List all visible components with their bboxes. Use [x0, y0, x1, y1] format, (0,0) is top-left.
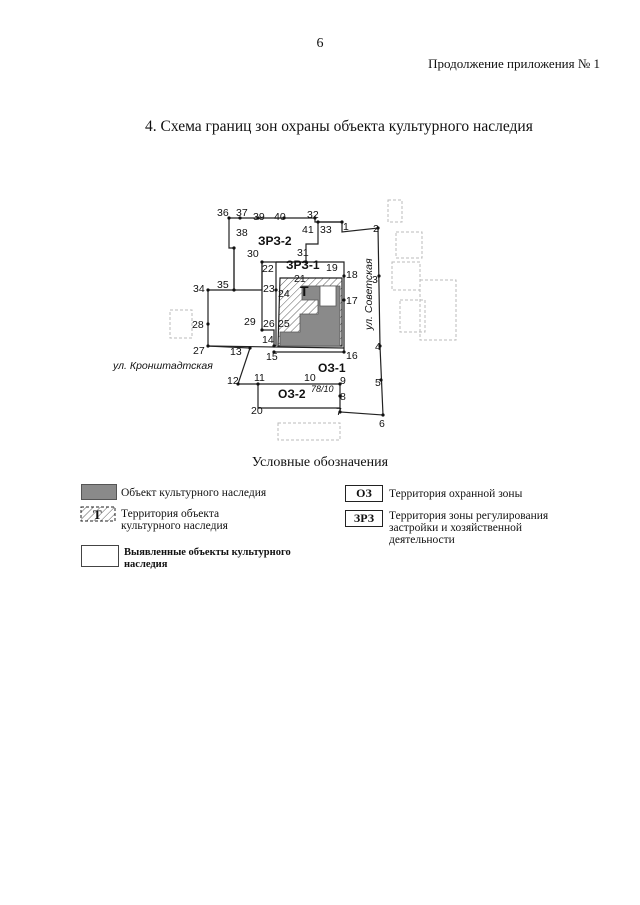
- legend-title: Условные обозначения: [251, 455, 389, 470]
- point-17: 17: [346, 295, 358, 307]
- point-14: 14: [262, 334, 274, 346]
- legend-territory-line1: Территория объекта: [121, 508, 220, 520]
- point-3: 3: [372, 274, 378, 286]
- point-13: 13: [230, 346, 242, 358]
- heritage-object-wing: [319, 285, 337, 307]
- point-37: 37: [236, 207, 248, 219]
- point-8: 8: [340, 391, 346, 403]
- point-34: 34: [193, 283, 205, 295]
- point-40: 40: [274, 211, 286, 223]
- legend-heritage-swatch: [81, 484, 117, 500]
- house-number: 78/10: [311, 384, 334, 394]
- point-33: 33: [320, 224, 332, 236]
- point-18: 18: [346, 269, 358, 281]
- point-12: 12: [227, 375, 239, 387]
- point-20: 20: [251, 405, 263, 417]
- point-24: 24: [278, 288, 290, 300]
- point-38: 38: [236, 227, 248, 239]
- street-kronshtadtskaya: ул. Кронштадтская: [112, 360, 213, 372]
- zone-zrz2-label: ЗРЗ-2: [258, 234, 292, 248]
- point-5: 5: [375, 377, 381, 389]
- legend-territory-swatch: Т: [80, 506, 116, 522]
- point-1: 1: [343, 221, 349, 233]
- legend-oz-swatch: ОЗ: [345, 485, 383, 502]
- scheme-title: 4. Схема границ зон охраны объекта культ…: [145, 118, 533, 135]
- point-11: 11: [254, 372, 265, 384]
- point-labels: 36 37 39 40 32 38 41 33 1 2 30 31 22 19 …: [192, 207, 385, 430]
- boundary-vertices: [206, 216, 385, 417]
- point-23: 23: [263, 283, 275, 295]
- point-39: 39: [253, 211, 265, 223]
- legend-oz-text: Территория охранной зоны: [389, 488, 523, 500]
- zone-territory-label: Т: [300, 283, 309, 299]
- point-31: 31: [297, 247, 309, 259]
- point-29: 29: [244, 316, 256, 328]
- zone-boundaries: [207, 217, 384, 416]
- legend-zrz-text: Территория зоны регулирования застройки …: [389, 510, 548, 546]
- point-30: 30: [247, 248, 259, 260]
- point-25: 25: [278, 318, 290, 330]
- point-32: 32: [307, 209, 319, 221]
- point-15: 15: [266, 351, 278, 363]
- point-35: 35: [217, 279, 229, 291]
- legend-identified-swatch: [81, 545, 119, 567]
- point-2: 2: [373, 223, 379, 235]
- point-4: 4: [375, 341, 381, 353]
- legend-identified-text: Выявленные объекты культурного наследия: [124, 547, 291, 571]
- surrounding-buildings: [169, 199, 457, 441]
- legend-territory-text: Территория объекта культурного наследия: [121, 508, 228, 532]
- legend-territory-line2: культурного наследия: [121, 520, 228, 532]
- legend-identified-line1: Выявленные объекты культурного: [124, 547, 291, 558]
- legend-heritage-text: Объект культурного наследия: [121, 487, 267, 499]
- street-sovetskaya: ул. Советская: [363, 258, 375, 331]
- point-36: 36: [217, 207, 229, 219]
- page-number: 6: [316, 36, 324, 51]
- zone-oz1-label: ОЗ-1: [318, 361, 346, 375]
- point-19: 19: [326, 262, 338, 274]
- legend-territory-symbol: Т: [93, 507, 102, 522]
- legend-zrz-line3: деятельности: [389, 534, 455, 546]
- point-28: 28: [192, 319, 204, 331]
- legend-zrz-line2: застройки и хозяйственной: [389, 522, 523, 534]
- point-7: 7: [336, 406, 342, 418]
- point-16: 16: [346, 350, 358, 362]
- point-27: 27: [193, 345, 205, 357]
- legend-zrz-swatch: ЗРЗ: [345, 510, 383, 527]
- point-22: 22: [262, 263, 274, 275]
- point-21: 21: [294, 273, 306, 285]
- legend-identified-line2: наследия: [124, 559, 168, 570]
- zone-zrz1-label: ЗРЗ-1: [286, 258, 320, 272]
- point-41: 41: [302, 224, 314, 236]
- point-9: 9: [340, 375, 346, 387]
- appendix-continuation: Продолжение приложения № 1: [428, 56, 600, 71]
- zone-oz2-label: ОЗ-2: [278, 387, 306, 401]
- point-10: 10: [304, 372, 316, 384]
- zone-labels: ЗРЗ-2 ЗРЗ-1 Т ОЗ-1 ОЗ-2 78/10: [258, 234, 346, 401]
- point-6: 6: [379, 418, 385, 430]
- point-26: 26: [263, 318, 275, 330]
- legend-zrz-line1: Территория зоны регулирования: [389, 510, 549, 522]
